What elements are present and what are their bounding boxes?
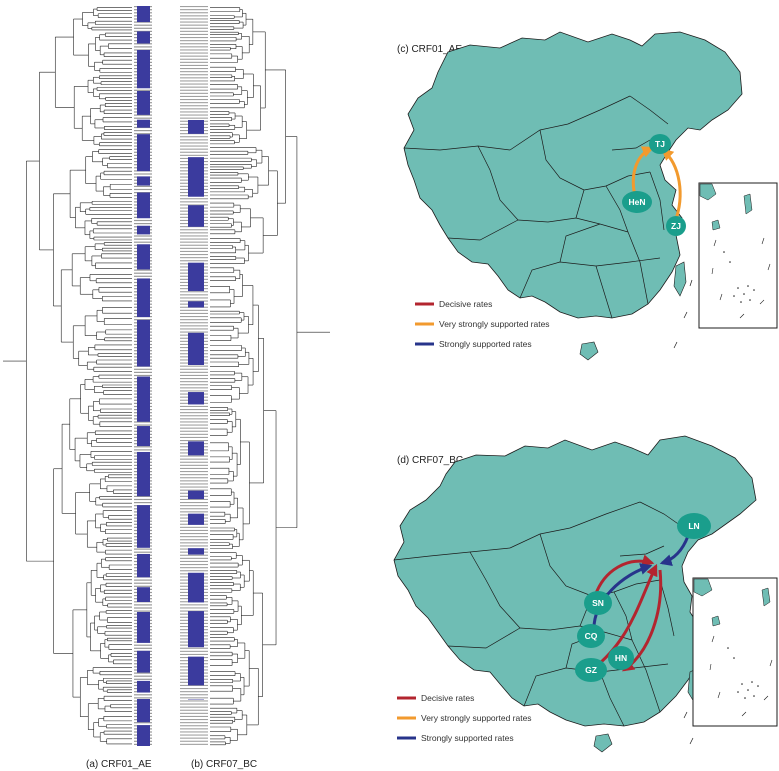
node-sn: SN: [584, 591, 612, 615]
legend-c-strong: Strongly supported rates: [439, 339, 532, 349]
map-d-title: (d) CRF07_BC: [397, 455, 463, 466]
china-outline-d: [393, 435, 757, 727]
svg-text:HeN: HeN: [628, 197, 645, 207]
tree-a-caption: (a) CRF01_AE: [86, 759, 152, 770]
tree-crf01-ae: [3, 6, 152, 746]
arrow-hen-to-tj: [631, 146, 655, 197]
map-crf01-ae: (c) CRF01_AE TJ: [397, 31, 778, 361]
node-zj: ZJ: [666, 216, 686, 236]
south-china-sea-inset-c: [698, 182, 778, 329]
node-tj: TJ: [649, 134, 671, 154]
phylogenetic-trees: [3, 6, 330, 746]
legend-c: Decisive rates Very strongly supported r…: [415, 299, 550, 349]
arrow-zj-to-tj: [661, 148, 682, 223]
taiwan-island-c: [673, 261, 687, 297]
legend-d-strong: Strongly supported rates: [421, 733, 514, 743]
legend-d-decisive: Decisive rates: [421, 693, 474, 703]
svg-text:TJ: TJ: [655, 139, 665, 149]
south-china-sea-inset-d: [692, 577, 778, 727]
tree-crf07-bc: [180, 6, 330, 746]
arrow-sn-to-bj: [593, 554, 655, 597]
node-cq: CQ: [577, 624, 605, 648]
china-outline-c: [403, 31, 743, 319]
map-crf07-bc: (d) CRF07_BC: [393, 435, 778, 753]
node-hn: HN: [608, 646, 634, 670]
svg-text:LN: LN: [688, 521, 699, 531]
hainan-island-c: [579, 341, 599, 361]
svg-text:GZ: GZ: [585, 665, 597, 675]
boundary-dashes-c: [673, 279, 693, 349]
tree-b-caption: (b) CRF07_BC: [191, 759, 258, 770]
node-hen: HeN: [622, 191, 652, 213]
hainan-island-d: [593, 733, 613, 753]
legend-c-very-strong: Very strongly supported rates: [439, 319, 550, 329]
svg-text:HN: HN: [615, 653, 627, 663]
svg-text:CQ: CQ: [585, 631, 598, 641]
node-gz: GZ: [575, 658, 607, 682]
node-ln: LN: [677, 513, 711, 539]
arrow-cq-to-bj: [592, 563, 653, 633]
boundary-dashes-d: [683, 711, 694, 745]
map-c-title: (c) CRF01_AE: [397, 44, 462, 55]
legend-d: Decisive rates Very strongly supported r…: [397, 693, 532, 743]
svg-text:SN: SN: [592, 598, 604, 608]
arrow-gz-to-bj: [593, 563, 658, 670]
svg-text:ZJ: ZJ: [671, 221, 681, 231]
legend-d-very-strong: Very strongly supported rates: [421, 713, 532, 723]
legend-c-decisive: Decisive rates: [439, 299, 492, 309]
province-borders-c: [403, 95, 669, 319]
arrow-ln-to-bj: [659, 535, 690, 566]
